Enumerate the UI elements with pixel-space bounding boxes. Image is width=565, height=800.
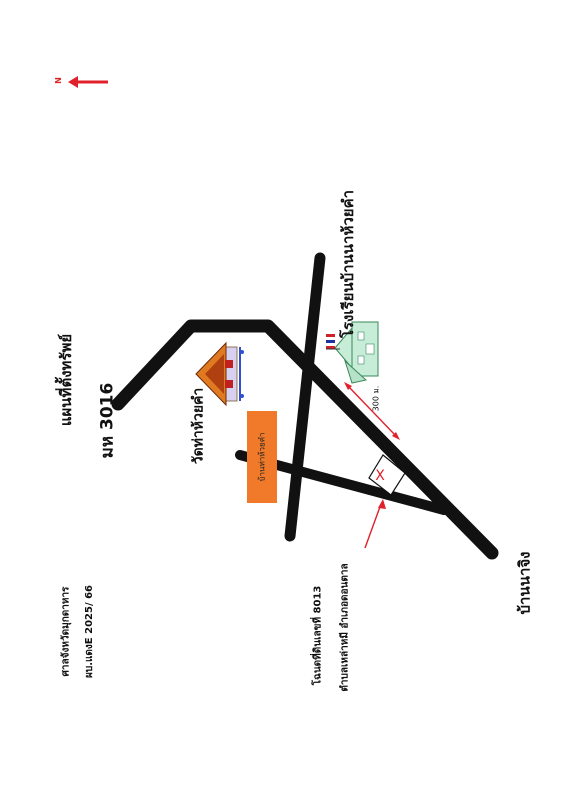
roads <box>111 252 499 560</box>
deed-location: ตำบลเหล่าหมี อำเภอดอนตาล <box>339 563 351 692</box>
court-name: ศาลจังหวัดมุกดาหาร <box>60 586 72 677</box>
property-marker: X <box>375 468 385 484</box>
property-plot: X <box>368 454 406 496</box>
temple-label: วัดท่าห้วยคำ <box>190 387 207 465</box>
deed-number: โฉนดที่ดินเลขที่ 8013 <box>312 585 324 686</box>
case-number: ผบ.แดงE 2025/ 66 <box>84 584 96 679</box>
flag-icon <box>326 334 340 350</box>
property-code: มห 3016 <box>97 382 118 459</box>
main-road <box>111 319 499 560</box>
school-label: โรงเรียนบ้านนาห้วยคำ <box>339 189 358 339</box>
distance-arrow <box>344 382 400 440</box>
north-label: N <box>53 77 63 84</box>
na-jing-label: บ้านนาจิง <box>515 551 534 615</box>
village-label-box: บ้านท่าห้วยคำ <box>247 411 277 503</box>
north-arrow-icon <box>68 76 108 88</box>
page-title: แผนที่ตั้งทรัพย์ <box>57 333 76 427</box>
school-road <box>284 252 326 542</box>
village-label: บ้านท่าห้วยคำ <box>257 432 267 482</box>
school-icon <box>334 321 379 384</box>
property-pointer-arrow <box>364 499 386 549</box>
temple-icon <box>195 341 244 407</box>
distance-label: 300 ม. <box>371 385 381 412</box>
